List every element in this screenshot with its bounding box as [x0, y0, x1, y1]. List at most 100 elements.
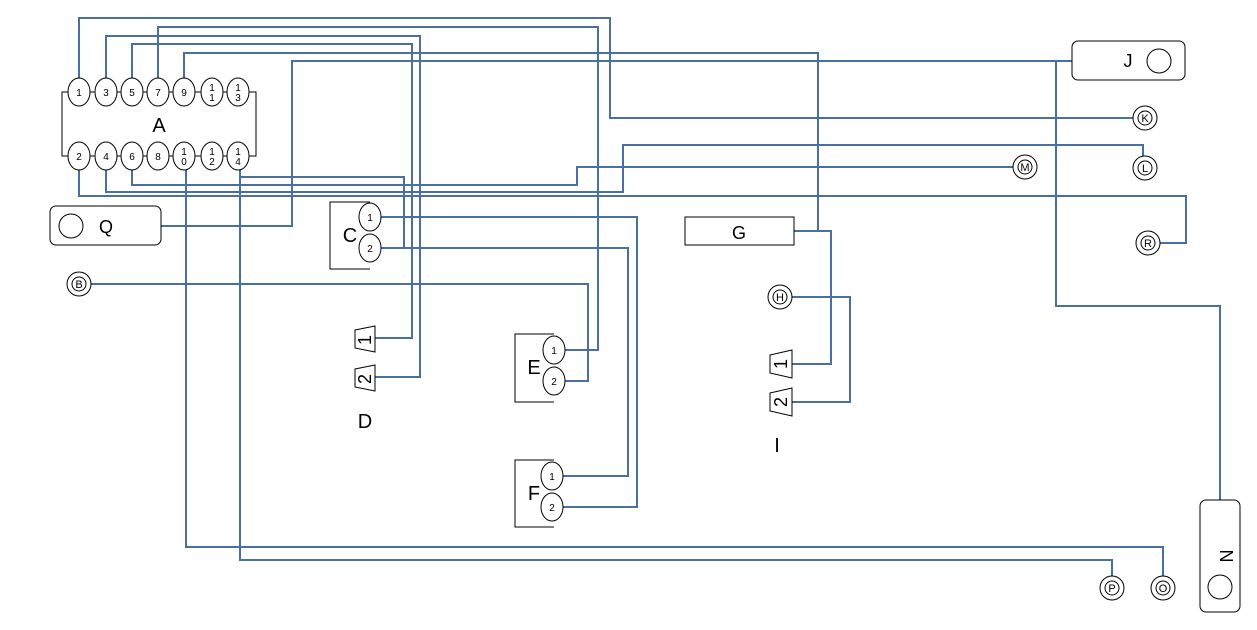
- connector-c-pin-1-label: 1: [367, 213, 373, 224]
- connector-a-pin-5-label: 5: [129, 88, 135, 99]
- component-n-circle-icon: [1207, 574, 1233, 600]
- terminal-o-inner: [1155, 580, 1171, 596]
- wire-h-i2: [792, 296, 851, 403]
- terminal-b[interactable]: B: [66, 271, 92, 297]
- connector-i: 1 2 I: [769, 349, 793, 457]
- terminal-p[interactable]: P: [1099, 575, 1125, 601]
- connector-a-pin-11[interactable]: [200, 77, 224, 107]
- connector-a-pin-6[interactable]: [120, 141, 144, 171]
- terminal-r[interactable]: R: [1135, 230, 1161, 256]
- component-g-box[interactable]: [684, 216, 795, 246]
- connector-a-pin-1-label: 1: [76, 88, 82, 99]
- wire-a7-d1: [157, 26, 599, 351]
- connector-i-plug-2-label: 2: [771, 397, 791, 407]
- terminal-k[interactable]: K: [1132, 105, 1158, 131]
- wire-a10-o: [185, 167, 1164, 576]
- connector-a-pin-8-label: 8: [155, 152, 161, 163]
- connector-a-pin-14[interactable]: [226, 141, 250, 171]
- terminal-p-label: P: [1108, 583, 1115, 595]
- component-j[interactable]: J: [1071, 40, 1186, 81]
- connector-i-plug-1[interactable]: [769, 349, 793, 379]
- component-j-label: J: [1124, 51, 1133, 71]
- wire-c2-f1: [380, 247, 629, 477]
- connector-c-pin-2[interactable]: [358, 233, 382, 263]
- connector-a-pin-4[interactable]: [94, 141, 118, 171]
- connector-e-pin-2[interactable]: [542, 366, 566, 396]
- connector-f-pin-2-label: 2: [549, 503, 555, 514]
- connector-c-pin-2-label: 2: [367, 244, 373, 255]
- connector-a-pin-9[interactable]: [172, 77, 196, 107]
- connector-d-plug-1[interactable]: [354, 325, 376, 353]
- terminal-h-label: H: [776, 292, 784, 304]
- terminal-r-label: R: [1144, 238, 1152, 250]
- connector-a-pin-3[interactable]: [94, 77, 118, 107]
- connector-c-pin-1[interactable]: [358, 202, 382, 232]
- wires: [78, 17, 1221, 576]
- connector-a-pin-2-label: 2: [76, 152, 82, 163]
- connector-d-label: D: [358, 411, 372, 433]
- terminal-k-label: K: [1141, 113, 1149, 125]
- terminal-l[interactable]: L: [1132, 155, 1158, 181]
- connector-a-pin-7-label: 7: [155, 88, 161, 99]
- terminal-o-label: O: [1159, 583, 1168, 595]
- connector-f-pin-2[interactable]: [540, 492, 564, 522]
- wire-q-j: [161, 60, 1072, 227]
- wire-j-n: [1055, 61, 1221, 500]
- connector-e-pin-1[interactable]: [542, 335, 566, 365]
- wire-a6-m: [131, 166, 1013, 186]
- component-q[interactable]: Q: [49, 205, 162, 246]
- wire-a9-g: [183, 52, 819, 232]
- connector-f-label: F: [528, 483, 540, 505]
- connector-i-plug-2[interactable]: [769, 387, 793, 417]
- connector-d: 1 2 D: [354, 325, 376, 433]
- connector-d-plug-1-label: 1: [355, 335, 375, 345]
- connector-a-label: A: [152, 115, 166, 137]
- connector-e-pin-1-label: 1: [551, 346, 557, 357]
- terminal-m-inner: [1017, 159, 1033, 175]
- wire-a5-d2: [131, 43, 413, 339]
- connector-a-pin-2[interactable]: [67, 141, 91, 171]
- connector-d-plug-2[interactable]: [354, 364, 376, 392]
- connector-a-pin-13[interactable]: [226, 77, 250, 107]
- connector-a-pin-1[interactable]: [67, 77, 91, 107]
- connector-f-pin-1[interactable]: [540, 461, 564, 491]
- connector-f: F 1 2: [514, 459, 564, 528]
- connector-i-label: I: [774, 435, 780, 457]
- component-n[interactable]: N: [1199, 499, 1241, 613]
- wire-a4-l: [105, 144, 1144, 193]
- terminal-l-label: L: [1142, 163, 1148, 175]
- terminal-r-inner: [1140, 235, 1156, 251]
- terminal-m[interactable]: M: [1012, 154, 1038, 180]
- terminal-h-inner: [772, 289, 788, 305]
- terminal-h[interactable]: H: [767, 284, 793, 310]
- terminal-k-inner: [1137, 110, 1153, 126]
- connector-e: E 1 2: [514, 333, 566, 403]
- connector-a-pin-4-label: 4: [103, 152, 109, 163]
- connector-e-label: E: [527, 357, 540, 379]
- terminal-l-inner: [1137, 160, 1153, 176]
- connector-i-plug-1-label: 1: [771, 359, 791, 369]
- connector-a-pin-8[interactable]: [146, 141, 170, 171]
- connector-a-pin-6-label: 6: [129, 152, 135, 163]
- component-n-label: N: [1216, 550, 1236, 563]
- connector-a-pin-5[interactable]: [120, 77, 144, 107]
- connector-a-pin-3-label: 3: [103, 88, 109, 99]
- terminal-o[interactable]: O: [1150, 575, 1176, 601]
- component-g-label: G: [732, 223, 746, 243]
- connector-c: C 1 2: [329, 201, 382, 270]
- connector-a-pin-10[interactable]: [172, 141, 196, 171]
- component-g[interactable]: G: [684, 216, 795, 246]
- connector-a-pin-12[interactable]: [200, 141, 224, 171]
- connector-a-pin-9-label: 9: [181, 88, 187, 99]
- terminal-m-label: M: [1020, 162, 1029, 174]
- connector-a-pin-7[interactable]: [146, 77, 170, 107]
- wire-a3-e1: [105, 35, 421, 378]
